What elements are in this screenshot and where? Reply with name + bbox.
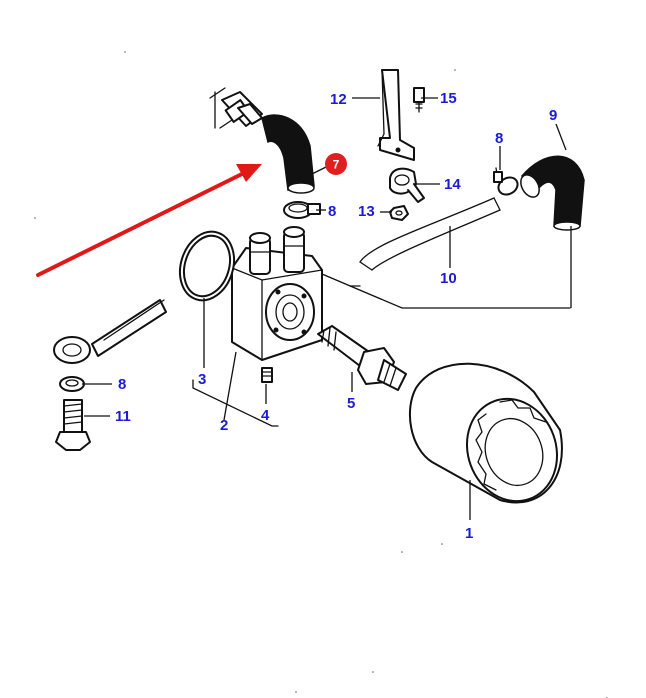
part-1-oil-filter[interactable] [409,362,571,514]
part-8-washer-left[interactable] [59,376,85,392]
part-12-bracket[interactable] [377,69,415,161]
part-10-pipe[interactable] [321,197,571,309]
label-5[interactable]: 5 [347,395,355,412]
part-15-bolt[interactable] [413,87,425,113]
label-8-right[interactable]: 8 [495,130,503,147]
background-specks [34,51,608,698]
label-9[interactable]: 9 [549,107,557,124]
label-8-left[interactable]: 8 [118,376,126,393]
part-9-hose[interactable] [517,155,585,231]
label-3[interactable]: 3 [198,371,206,388]
part-7-hose[interactable] [209,87,315,194]
label-12[interactable]: 12 [330,91,347,108]
part-11-banjo-bolt[interactable] [55,399,91,451]
badge-7-label: 7 [333,158,340,172]
label-8-top[interactable]: 8 [328,203,336,220]
highlight-arrow [36,164,262,277]
part-13-nut[interactable] [389,205,409,221]
part-3-o-ring[interactable] [174,227,240,305]
part-2-oil-cooler[interactable] [231,226,323,361]
part-8-clamp-right[interactable] [493,167,521,198]
part-8-clamp-top[interactable] [283,201,321,219]
banjo-fitting[interactable] [53,299,167,364]
label-4[interactable]: 4 [261,407,270,424]
label-2[interactable]: 2 [220,417,228,434]
callout-labels: 12 15 14 13 8 9 10 8 8 11 3 2 4 5 1 [115,90,557,542]
part-4-plug[interactable] [261,367,273,383]
label-1[interactable]: 1 [465,525,473,542]
part-14-clip[interactable] [389,167,425,203]
label-11[interactable]: 11 [115,408,131,425]
label-14[interactable]: 14 [444,176,461,193]
label-13[interactable]: 13 [358,203,375,220]
label-10[interactable]: 10 [440,270,457,287]
part-5-nipple[interactable] [317,325,407,391]
leader-lines [82,97,572,520]
highlight-badge-7[interactable]: 7 [325,153,347,175]
label-15[interactable]: 15 [440,90,457,107]
